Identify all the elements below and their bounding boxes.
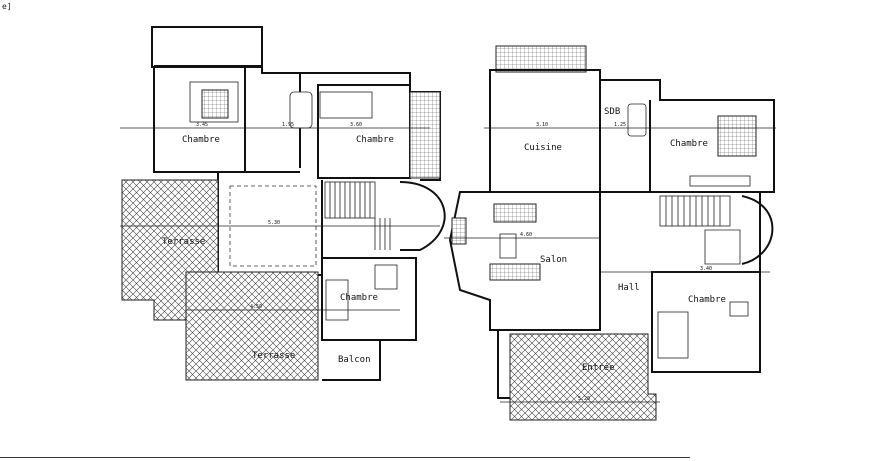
wardrobe-right [689, 175, 751, 187]
dim-text: 3.45 [196, 122, 208, 128]
curved-bay-left [399, 181, 446, 251]
label-terrasse-top: Terrasse [162, 237, 205, 247]
salon-walls [448, 191, 601, 331]
central-hall-walls [217, 180, 323, 276]
dim-text: 4.60 [520, 232, 532, 238]
label-cuisine: Cuisine [524, 143, 562, 153]
bottom-border-line [0, 457, 690, 458]
label-chambre-small: Chambre [340, 293, 378, 303]
label-balcon: Balcon [338, 355, 371, 365]
label-chambre-lower: Chambre [688, 295, 726, 305]
desk-small [374, 264, 398, 290]
top-balcony-frame [151, 26, 263, 68]
bed-right [717, 115, 757, 157]
corner-label: e] [2, 2, 12, 11]
dim-text: 5.30 [268, 220, 280, 226]
dim-text: 4.50 [250, 304, 262, 310]
chambre-small-walls [321, 257, 417, 341]
entree-hatch [509, 333, 657, 421]
label-chambre-left: Chambre [182, 135, 220, 145]
desk-lower [729, 301, 749, 317]
dim-text: 3.40 [700, 266, 712, 272]
label-chambre-right: Chambre [670, 139, 708, 149]
bathtub-right [627, 103, 647, 137]
label-entree: Entrée [582, 362, 615, 373]
dim-text: 1.25 [614, 122, 626, 128]
salon-sofa-top [493, 203, 537, 223]
dim-text: 5.20 [578, 396, 590, 402]
staircase-left [324, 181, 391, 250]
label-salon: Salon [540, 255, 567, 265]
outer-wall-left [153, 66, 219, 180]
dim-text: 3.60 [350, 122, 362, 128]
label-sdb: SDB [604, 107, 620, 117]
tiled-shower [409, 91, 441, 179]
dim-text: 1.95 [282, 122, 294, 128]
label-terrasse-bottom: Terrasse [252, 351, 295, 361]
label-chambre-mid: Chambre [356, 135, 394, 145]
salon-table [499, 233, 517, 259]
salon-sofa-bottom [489, 263, 541, 281]
entree-left-wall [497, 330, 510, 399]
bed-lower [657, 311, 689, 359]
balcon-walls [322, 339, 381, 381]
right-building [444, 45, 776, 421]
bed-mid [319, 91, 373, 119]
left-building [120, 26, 446, 381]
terrace-bottom-hatch [185, 271, 319, 381]
fireplace [451, 217, 467, 245]
hall-walls [600, 191, 761, 272]
cuisine-walls [489, 69, 601, 193]
kitchen-top-tiles [495, 45, 587, 73]
staircase-right [659, 195, 741, 265]
label-hall: Hall [618, 283, 640, 293]
bed-left-cover [201, 89, 229, 119]
dim-text: 3.10 [536, 122, 548, 128]
curved-bay-right [741, 195, 774, 265]
